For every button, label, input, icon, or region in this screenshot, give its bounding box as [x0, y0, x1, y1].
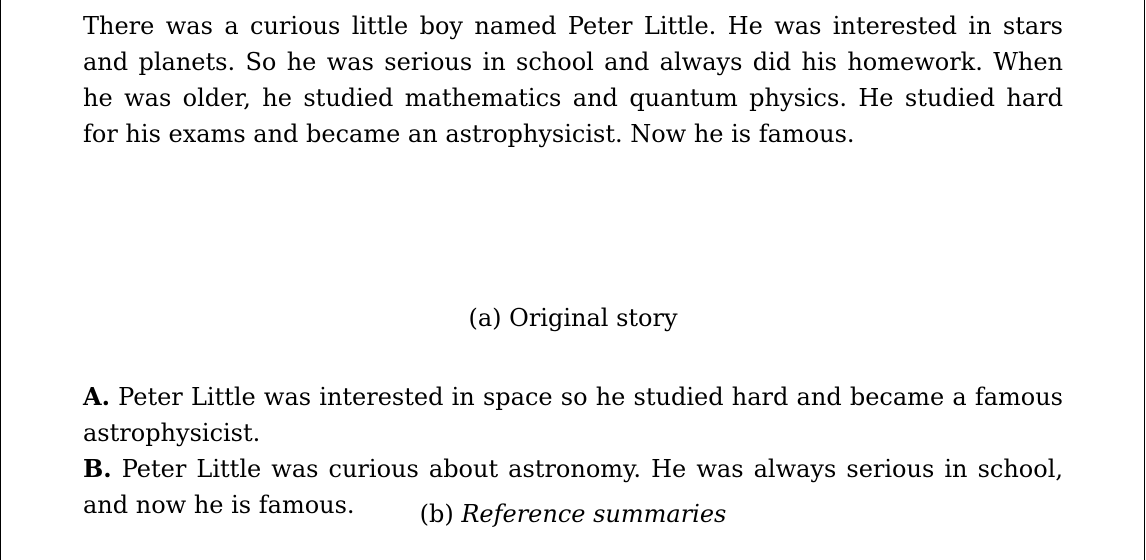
summary-a-marker: A.	[83, 382, 110, 411]
caption-a-label: Original story	[509, 304, 678, 332]
original-story-text: There was a curious little boy named Pet…	[83, 12, 1063, 148]
summary-b: B. Peter Little was curious about astron…	[83, 451, 1063, 523]
original-story-block: There was a curious little boy named Pet…	[83, 8, 1063, 152]
caption-reference-summaries: (b) Reference summaries	[0, 496, 1146, 532]
caption-original-story: (a) Original story	[0, 300, 1146, 336]
summary-b-text: Peter Little was curious about astronomy…	[83, 455, 1063, 519]
reference-summaries-block: A. Peter Little was interested in space …	[83, 379, 1063, 523]
summary-a-text: Peter Little was interested in space so …	[83, 383, 1063, 447]
summary-b-marker: B.	[83, 454, 112, 483]
caption-b-label: Reference summaries	[461, 500, 727, 528]
caption-a-prefix: (a)	[468, 304, 502, 332]
caption-b-prefix: (b)	[419, 500, 454, 528]
summary-a: A. Peter Little was interested in space …	[83, 379, 1063, 451]
